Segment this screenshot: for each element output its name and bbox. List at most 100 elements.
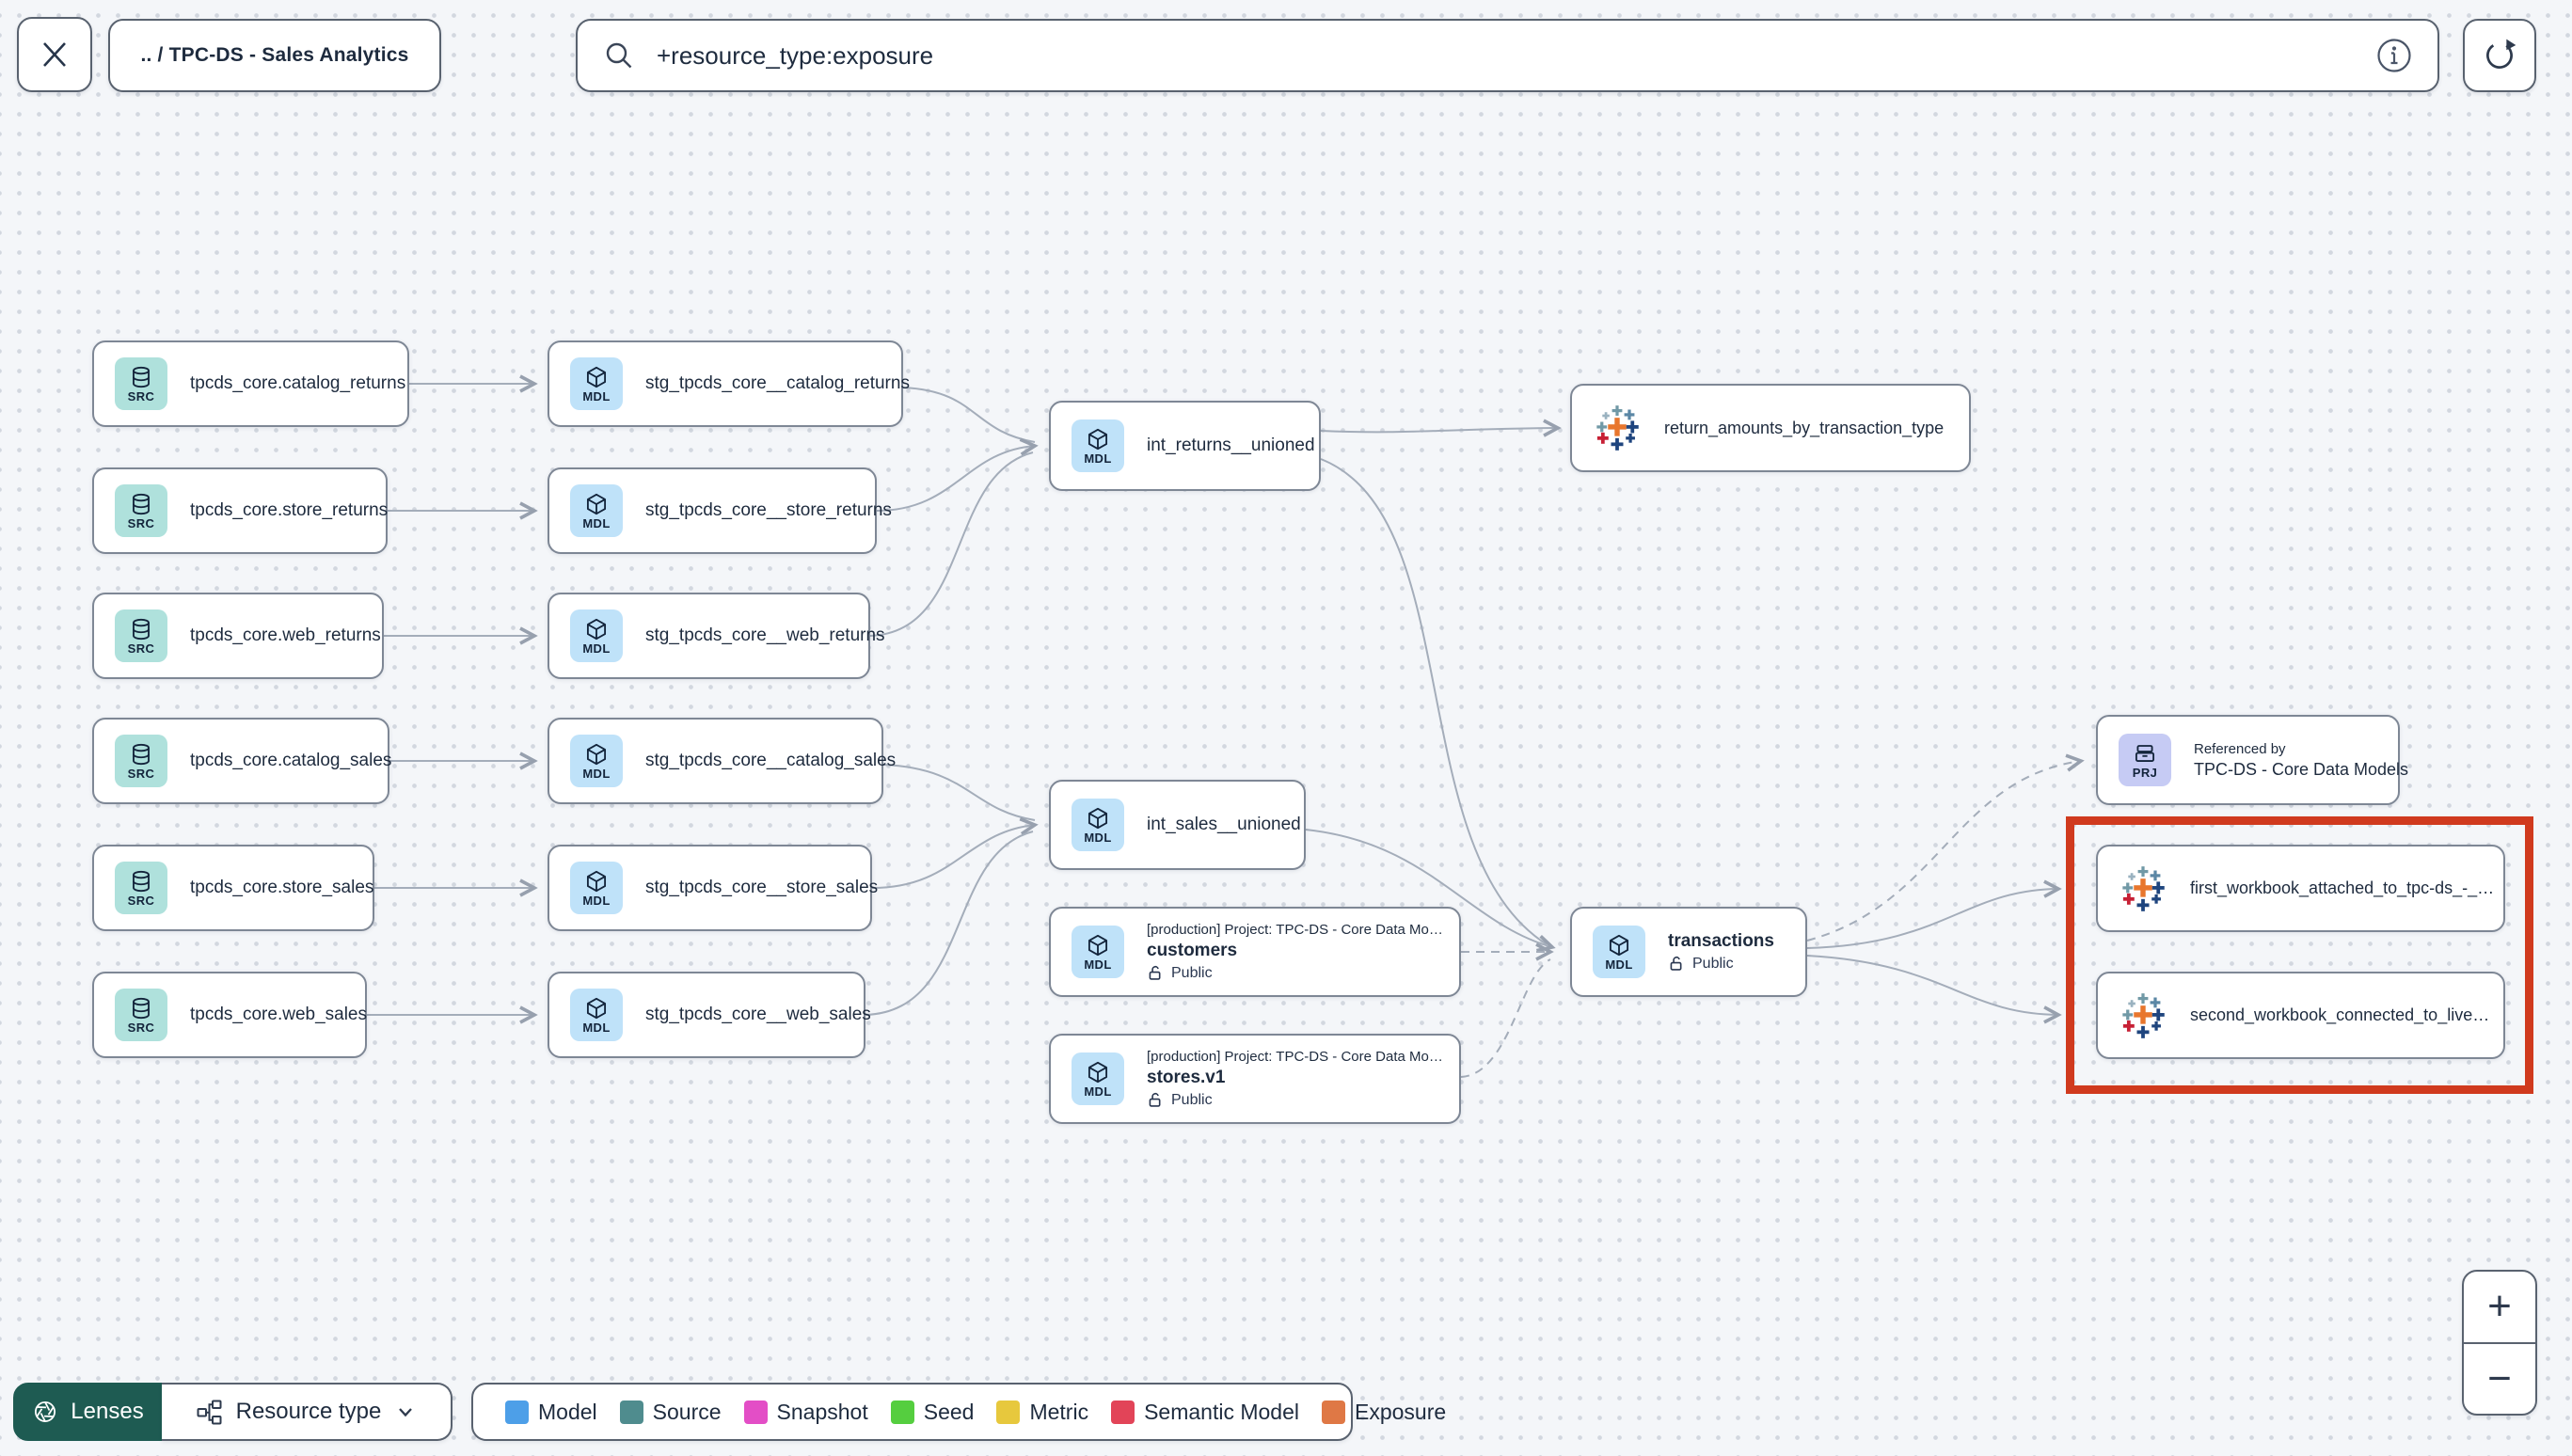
lenses-label: Lenses (71, 1399, 144, 1424)
project-icon: PRJ (2119, 734, 2171, 786)
model-icon: MDL (570, 735, 623, 787)
model-icon: MDL (1072, 419, 1124, 472)
info-icon[interactable] (2375, 37, 2413, 74)
zoom-out-icon: − (2487, 1354, 2512, 1401)
node-stg-store-returns[interactable]: MDL stg_tpcds_core__store_returns (548, 467, 892, 554)
tableau-icon (2122, 992, 2165, 1038)
breadcrumb[interactable]: .. / TPC-DS - Sales Analytics (108, 19, 441, 92)
model-swatch (505, 1400, 529, 1424)
cube-icon (586, 618, 607, 641)
node-source-catalog-sales[interactable]: SRC tpcds_core.catalog_sales (92, 718, 391, 804)
node-stg-store-sales[interactable]: MDL stg_tpcds_core__store_sales (548, 845, 878, 931)
node-stg-web-sales[interactable]: MDL stg_tpcds_core__web_sales (548, 972, 871, 1058)
lenses-button[interactable]: Lenses (13, 1383, 162, 1441)
search-bar[interactable] (576, 19, 2439, 92)
model-icon: MDL (570, 609, 623, 662)
model-icon: MDL (1072, 926, 1124, 978)
resource-type-label: Resource type (235, 1399, 382, 1424)
model-icon: MDL (570, 357, 623, 410)
tableau-icon (1596, 405, 1639, 451)
close-icon (43, 42, 66, 67)
node-source-web-sales[interactable]: SRC tpcds_core.web_sales (92, 972, 367, 1058)
legend-item-model: Model (505, 1400, 597, 1425)
project-header: [production] Project: TPC-DS - Core Data… (1147, 1049, 1443, 1065)
node-source-store-returns[interactable]: SRC tpcds_core.store_returns (92, 467, 388, 554)
node-stg-catalog-sales[interactable]: MDL stg_tpcds_core__catalog_sales (548, 718, 896, 804)
database-icon (133, 618, 150, 641)
database-icon (133, 366, 150, 388)
search-input[interactable] (655, 40, 2357, 71)
cube-icon (586, 743, 607, 766)
cube-icon (1088, 428, 1108, 451)
aperture-icon (35, 1401, 56, 1423)
cube-icon (1088, 1061, 1108, 1084)
node-referenced-by-project[interactable]: PRJ Referenced by TPC-DS - Core Data Mod… (2096, 715, 2408, 805)
node-stores-v1[interactable]: MDL [production] Project: TPC-DS - Core … (1049, 1034, 1461, 1124)
node-stg-web-returns[interactable]: MDL stg_tpcds_core__web_returns (548, 593, 885, 679)
model-icon: MDL (570, 862, 623, 914)
visibility-badge: Public (1147, 964, 1442, 982)
node-int-returns-unioned[interactable]: MDL int_returns__unioned (1049, 401, 1321, 491)
unlock-icon (1149, 965, 1161, 980)
node-exposure-second-workbook[interactable]: second_workbook_connected_to_live… (2096, 972, 2505, 1059)
seed-swatch (890, 1400, 914, 1424)
breadcrumb-label: .. / TPC-DS - Sales Analytics (140, 44, 409, 66)
cube-icon (586, 493, 607, 515)
legend-item-snapshot: Snapshot (743, 1400, 868, 1425)
cube-icon (1609, 934, 1629, 957)
node-customers[interactable]: MDL [production] Project: TPC-DS - Core … (1049, 907, 1461, 997)
model-icon: MDL (1072, 799, 1124, 851)
refresh-icon (2486, 39, 2516, 69)
project-header: [production] Project: TPC-DS - Core Data… (1147, 922, 1443, 938)
close-button[interactable] (17, 17, 92, 92)
legend-item-source: Source (619, 1400, 722, 1425)
node-stg-catalog-returns[interactable]: MDL stg_tpcds_core__catalog_returns (548, 340, 910, 427)
unlock-icon (1149, 1092, 1161, 1107)
snapshot-swatch (743, 1400, 768, 1424)
unlock-icon (1670, 956, 1682, 971)
zoom-in-icon: + (2487, 1283, 2512, 1330)
model-icon: MDL (570, 484, 623, 537)
exposure-swatch (1322, 1400, 1345, 1424)
node-source-catalog-returns[interactable]: SRC tpcds_core.catalog_returns (92, 340, 409, 427)
node-exposure-first-workbook[interactable]: first_workbook_attached_to_tpc-ds_-_… (2096, 845, 2505, 932)
cube-icon (586, 366, 607, 388)
cube-icon (1088, 807, 1108, 830)
zoom-out-button[interactable]: − (2464, 1344, 2535, 1415)
legend-item-metric: Metric (996, 1400, 1088, 1425)
model-icon: MDL (1072, 1052, 1124, 1105)
cube-icon (1088, 934, 1108, 957)
zoom-controls: + − (2462, 1270, 2537, 1416)
node-transactions[interactable]: MDL transactions Public (1570, 907, 1807, 997)
database-icon (133, 493, 150, 515)
search-icon (606, 42, 632, 69)
semantic-model-swatch (1111, 1400, 1135, 1424)
source-icon: SRC (115, 735, 167, 787)
archive-icon (2135, 745, 2155, 762)
refresh-button[interactable] (2463, 19, 2536, 92)
legend-item-seed: Seed (890, 1400, 974, 1425)
source-swatch (619, 1400, 643, 1424)
database-icon (133, 870, 150, 893)
node-exposure-return-amounts[interactable]: return_amounts_by_transaction_type (1570, 384, 1971, 472)
visibility-badge: Public (1668, 955, 1774, 973)
model-icon: MDL (1593, 926, 1645, 978)
resource-type-icon (197, 1400, 222, 1424)
database-icon (133, 743, 150, 766)
zoom-in-button[interactable]: + (2464, 1272, 2535, 1344)
source-icon: SRC (115, 989, 167, 1041)
chevron-down-icon (399, 1408, 413, 1417)
source-icon: SRC (115, 357, 167, 410)
legend-item-exposure: Exposure (1322, 1400, 1446, 1425)
metric-swatch (996, 1400, 1021, 1424)
legend: Model Source Snapshot Seed Metric Semant… (471, 1383, 1446, 1441)
node-source-store-sales[interactable]: SRC tpcds_core.store_sales (92, 845, 374, 931)
model-icon: MDL (570, 989, 623, 1041)
node-source-web-returns[interactable]: SRC tpcds_core.web_returns (92, 593, 384, 679)
source-icon: SRC (115, 484, 167, 537)
visibility-badge: Public (1147, 1091, 1442, 1109)
source-icon: SRC (115, 609, 167, 662)
node-int-sales-unioned[interactable]: MDL int_sales__unioned (1049, 780, 1306, 870)
database-icon (133, 997, 150, 1020)
resource-type-dropdown[interactable]: Resource type (162, 1383, 452, 1441)
